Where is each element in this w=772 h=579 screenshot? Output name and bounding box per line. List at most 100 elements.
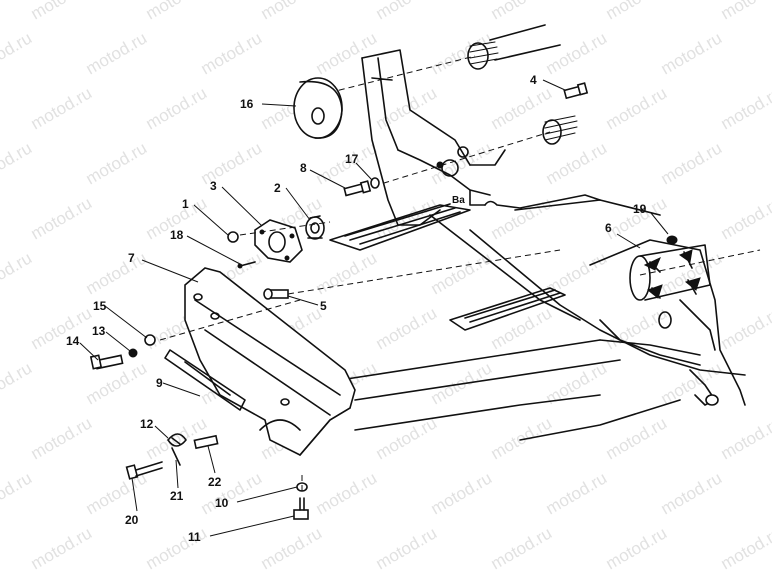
watermark-text: motod.ru xyxy=(198,138,266,188)
watermark-text: motod.ru xyxy=(488,413,556,463)
alignment-lines xyxy=(159,221,761,495)
spline-shaft-upper xyxy=(299,24,561,101)
watermark-text: motod.ru xyxy=(28,193,96,243)
part-5-bolt xyxy=(263,288,289,300)
part-1-nut xyxy=(227,231,239,243)
watermark-text: motod.ru xyxy=(488,193,556,243)
part-21-clip xyxy=(171,447,181,466)
callout-22: 22 xyxy=(208,475,222,489)
callout-7: 7 xyxy=(128,251,135,265)
callout-10: 10 xyxy=(215,496,229,510)
watermark-text: motod.ru xyxy=(488,0,556,23)
watermark-text: motod.ru xyxy=(543,28,611,78)
callout-3: 3 xyxy=(210,179,217,193)
watermark-text: motod.ru xyxy=(658,138,726,188)
watermark-text: motod.ru xyxy=(143,0,211,23)
watermark-text: motod.ru xyxy=(28,413,96,463)
part-13-washer xyxy=(128,348,138,358)
watermark-text: motod.ru xyxy=(428,468,496,518)
watermark-text: motod.ru xyxy=(718,0,772,23)
watermark-text: motod.ru xyxy=(603,523,671,573)
leader-lines xyxy=(79,79,669,537)
watermark-text: motod.ru xyxy=(28,0,96,23)
watermark-text: motod.ru xyxy=(313,248,381,298)
callout-8: 8 xyxy=(300,161,307,175)
watermark-text: motod.ru xyxy=(83,468,151,518)
callout-18: 18 xyxy=(170,228,184,242)
callout-14: 14 xyxy=(66,334,80,348)
callout-19: 19 xyxy=(633,202,647,216)
watermark-text: motod.ru xyxy=(0,358,35,408)
watermark-text: motod.ru xyxy=(718,83,772,133)
part-20-bolt xyxy=(125,461,163,480)
part-17-washer xyxy=(370,177,380,189)
callout-5: 5 xyxy=(320,299,327,313)
watermark-text: motod.ru xyxy=(28,83,96,133)
callout-4: 4 xyxy=(530,73,537,87)
watermark-text: motod.ru xyxy=(718,413,772,463)
watermark-text: motod.ru xyxy=(313,28,381,78)
watermark-text: motod.ru xyxy=(718,523,772,573)
part-3-flange xyxy=(254,219,303,263)
callout-12: 12 xyxy=(140,417,154,431)
callout-17: 17 xyxy=(345,152,359,166)
callout-9: 9 xyxy=(156,376,163,390)
watermark-text: motod.ru xyxy=(718,303,772,353)
watermark-text: motod.ru xyxy=(83,248,151,298)
callout-6: 6 xyxy=(605,221,612,235)
callout-15: 15 xyxy=(93,299,107,313)
part-16-disc xyxy=(293,77,343,139)
part-19-nut xyxy=(666,235,678,245)
part-11-bolt xyxy=(293,497,309,520)
part-22-pin xyxy=(193,434,219,450)
watermark-text: motod.ru xyxy=(83,138,151,188)
callout-21: 21 xyxy=(170,489,184,503)
watermark-text: motod.ru xyxy=(373,303,441,353)
watermark-text: motod.ru xyxy=(373,523,441,573)
chassis-frame xyxy=(329,49,746,441)
callout-13: 13 xyxy=(92,324,106,338)
watermark-text: motod.ru xyxy=(718,193,772,243)
part-7-chaincase-cover xyxy=(184,267,356,456)
watermark-text: motod.ru xyxy=(603,83,671,133)
watermark-text: motod.ru xyxy=(28,303,96,353)
watermark-text: motod.ru xyxy=(313,468,381,518)
watermark-text: motod.ru xyxy=(143,83,211,133)
watermark-text: motod.ru xyxy=(543,138,611,188)
callout-20: 20 xyxy=(125,513,139,527)
frame-marking: Ba xyxy=(452,195,465,206)
watermark-text: motod.ru xyxy=(258,523,326,573)
watermark-text: motod.ru xyxy=(658,468,726,518)
part-9-gasket xyxy=(164,349,246,411)
watermark-text: motod.ru xyxy=(658,28,726,78)
callout-11: 11 xyxy=(188,530,201,544)
watermark-text: motod.ru xyxy=(258,0,326,23)
part-12-spring xyxy=(167,433,187,447)
watermark-text: motod.ru xyxy=(373,0,441,23)
part-14-bolt xyxy=(89,354,124,370)
watermark-text: motod.ru xyxy=(603,193,671,243)
watermark-text: motod.ru xyxy=(0,248,35,298)
watermark-text: motod.ru xyxy=(0,468,35,518)
callout-2: 2 xyxy=(274,181,281,195)
part-4-bolt xyxy=(563,82,589,100)
watermark-text: motod.ru xyxy=(428,248,496,298)
callout-labels: 1 2 3 4 5 6 7 8 9 10 11 12 13 14 15 16 1… xyxy=(66,73,647,544)
watermark-text: motod.ru xyxy=(603,0,671,23)
watermark-text: motod.ru xyxy=(83,28,151,78)
callout-1: 1 xyxy=(182,197,189,211)
part-8-bolt xyxy=(343,180,372,197)
watermark-text: motod.ru xyxy=(198,28,266,78)
watermark-text: motod.ru xyxy=(373,413,441,463)
callout-16: 16 xyxy=(240,97,254,111)
watermark-text: motod.ru xyxy=(0,138,35,188)
part-2-bearing xyxy=(305,215,325,240)
part-15-washer xyxy=(144,334,156,346)
watermark-text: motod.ru xyxy=(28,523,96,573)
part-6-bracket xyxy=(629,244,711,301)
watermark-text: motod.ru xyxy=(0,28,35,78)
watermark-text: motod.ru xyxy=(543,468,611,518)
watermark-text: motod.ru xyxy=(488,523,556,573)
